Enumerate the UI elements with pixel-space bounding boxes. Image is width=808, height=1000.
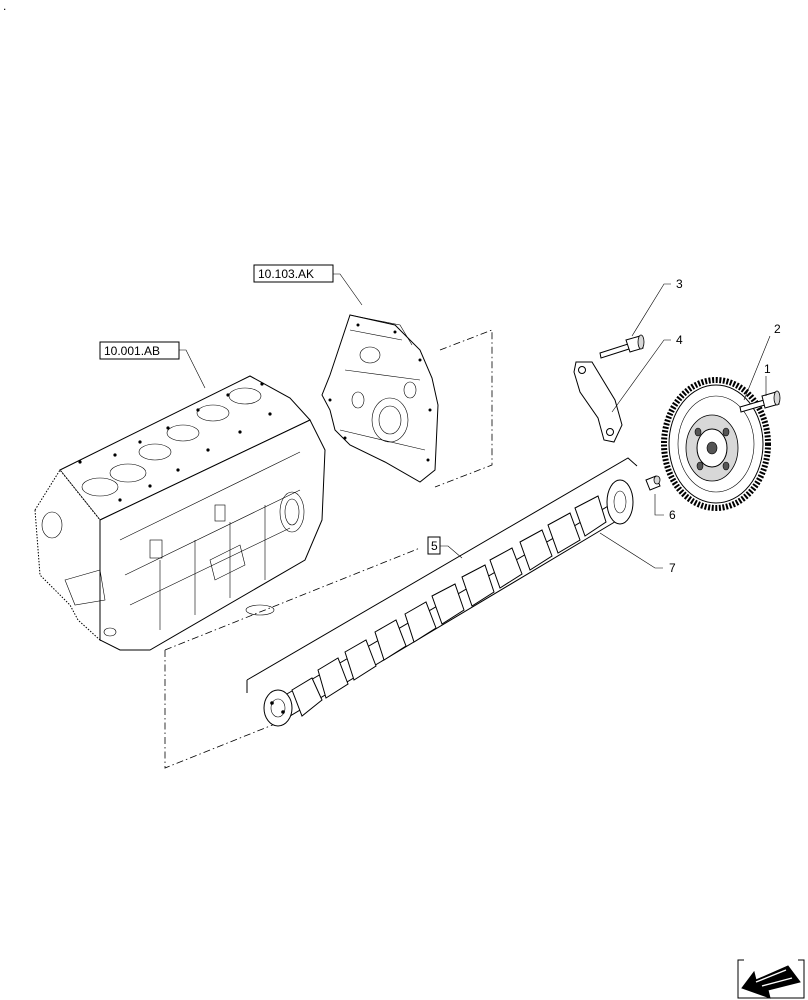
camshaft-gear-item-2: [661, 377, 771, 511]
callout-4-label: 4: [676, 333, 683, 347]
group-bracket: [246, 457, 638, 693]
callout-7-label: 7: [669, 561, 676, 575]
callout-7[interactable]: 7: [599, 532, 676, 575]
callout-2-label: 2: [774, 322, 781, 336]
callout-1-label: 1: [764, 362, 771, 376]
callout-4[interactable]: 4: [611, 333, 683, 413]
ref-cylinder-block-label: 10.001.AB: [104, 344, 160, 358]
assembly-guide-lines: [164, 329, 493, 769]
dowel-pin-item-6: [645, 475, 661, 491]
callout-3-label: 3: [676, 277, 683, 291]
callout-2[interactable]: 2: [743, 322, 781, 401]
callout-6-label: 6: [669, 508, 676, 522]
callout-6[interactable]: 6: [654, 494, 676, 522]
camshaft: [263, 479, 634, 727]
ref-cylinder-block[interactable]: 10.001.AB: [99, 341, 206, 389]
callout-3[interactable]: 3: [631, 277, 683, 337]
cylinder-block: [34, 375, 326, 651]
thrust-plate-item-4: [573, 361, 623, 443]
direction-arrow-icon[interactable]: [737, 959, 805, 999]
bolt-item-3: [599, 334, 645, 359]
callout-5-label: 5: [431, 539, 438, 553]
ref-timing-cover[interactable]: 10.103.AK: [253, 264, 363, 306]
timing-cover: [321, 314, 439, 483]
callout-5[interactable]: 5: [427, 536, 463, 559]
callout-1[interactable]: 1: [764, 362, 771, 396]
ref-timing-cover-label: 10.103.AK: [258, 267, 314, 281]
page-marker: .: [3, 0, 6, 13]
